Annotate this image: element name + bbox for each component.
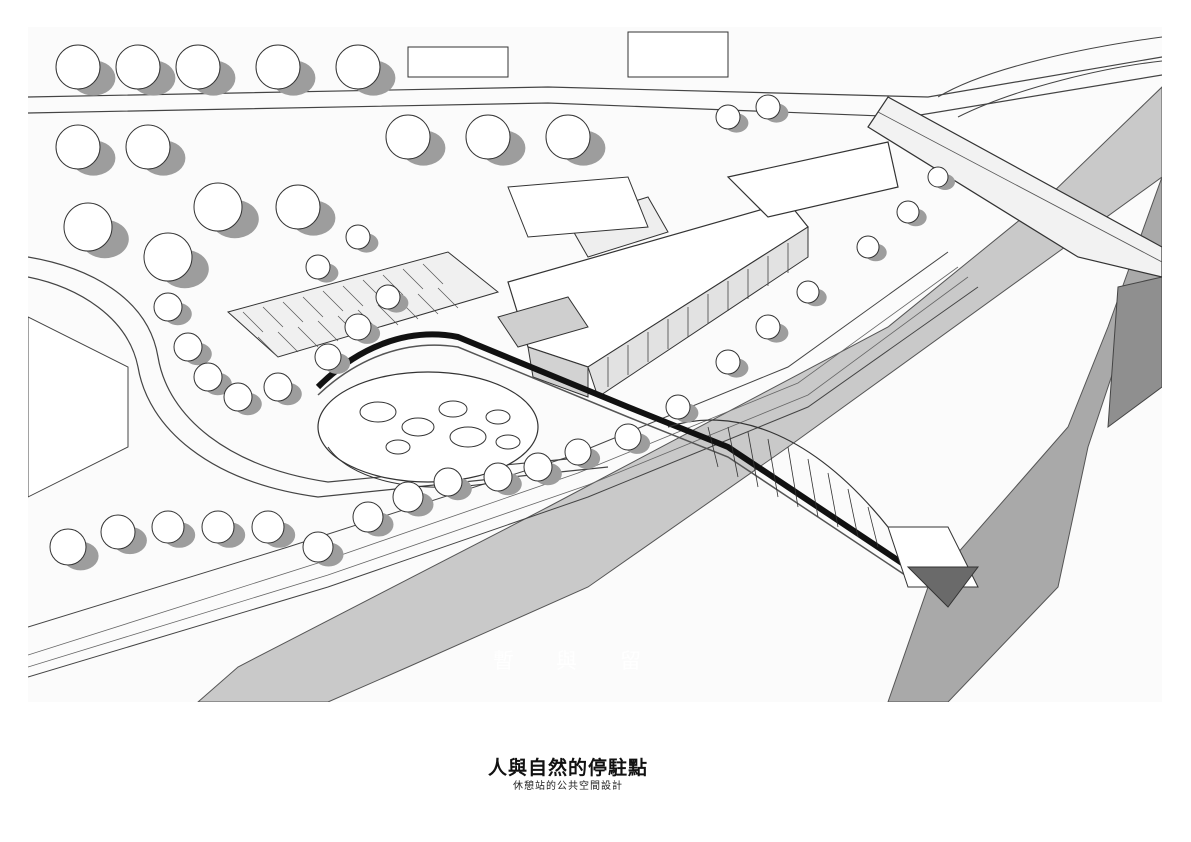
tree — [314, 343, 342, 371]
tree — [856, 235, 880, 259]
tree — [193, 182, 243, 232]
tree — [465, 114, 511, 160]
tree — [151, 510, 185, 544]
top-buildings — [407, 31, 729, 238]
tree — [143, 232, 193, 282]
tree — [63, 202, 113, 252]
architectural-render: 暫 與 留 — [28, 27, 1162, 702]
tree — [255, 44, 301, 90]
tree — [375, 284, 401, 310]
road-bridge-lane — [877, 111, 1162, 263]
promenade-edge-3 — [28, 266, 959, 656]
tree — [715, 349, 741, 375]
tree — [275, 184, 321, 230]
tree — [302, 531, 334, 563]
ramp-curve — [937, 36, 1162, 98]
tree — [896, 200, 920, 224]
overlay-char-1: 暫 — [493, 649, 515, 673]
tree — [100, 514, 136, 550]
tree — [55, 124, 101, 170]
bridge-abutment-shadow — [1107, 276, 1162, 429]
tree — [755, 314, 781, 340]
road-bridge — [867, 96, 1162, 278]
tree — [715, 104, 741, 130]
tree — [927, 166, 949, 188]
tree — [755, 94, 781, 120]
tree — [153, 292, 183, 322]
tree — [201, 510, 235, 544]
ramp-curve-2 — [957, 60, 1162, 118]
caption-subtitle: 休憩站的公共空間設計 — [513, 781, 623, 792]
tree — [305, 254, 331, 280]
caption: 人與自然的停駐點 休憩站的公共空間設計 — [0, 756, 1136, 794]
tree — [796, 280, 820, 304]
caption-title: 人與自然的停駐點 — [487, 757, 648, 779]
tree — [173, 332, 203, 362]
left-plot — [28, 316, 129, 498]
tree — [385, 114, 431, 160]
tree — [193, 362, 223, 392]
loop-road-outer — [28, 256, 589, 483]
tree — [433, 467, 463, 497]
tree — [49, 528, 87, 566]
promenade-edge-1 — [28, 286, 979, 678]
tree — [523, 452, 553, 482]
trees — [49, 44, 955, 571]
tree — [392, 481, 424, 513]
tree — [125, 124, 171, 170]
garden-pavilion — [317, 371, 539, 488]
tree — [665, 394, 691, 420]
parking-lot — [226, 251, 500, 358]
tree — [55, 44, 101, 90]
tree — [335, 44, 381, 90]
station-building — [497, 141, 899, 398]
river — [197, 86, 1162, 702]
tree — [344, 313, 372, 341]
loop-road-inner — [28, 276, 609, 498]
render-drawing — [28, 27, 1162, 702]
tree — [564, 438, 592, 466]
tree — [115, 44, 161, 90]
overlay-char-2: 與 — [556, 649, 578, 673]
tree — [483, 462, 513, 492]
tree — [175, 44, 221, 90]
tree — [345, 224, 371, 250]
tree — [352, 501, 384, 533]
overlay-char-3: 留 — [620, 649, 642, 673]
tree — [223, 382, 253, 412]
tree — [263, 372, 293, 402]
tree — [614, 423, 642, 451]
tree — [251, 510, 285, 544]
promenade-edge-2 — [28, 276, 969, 668]
tree — [545, 114, 591, 160]
